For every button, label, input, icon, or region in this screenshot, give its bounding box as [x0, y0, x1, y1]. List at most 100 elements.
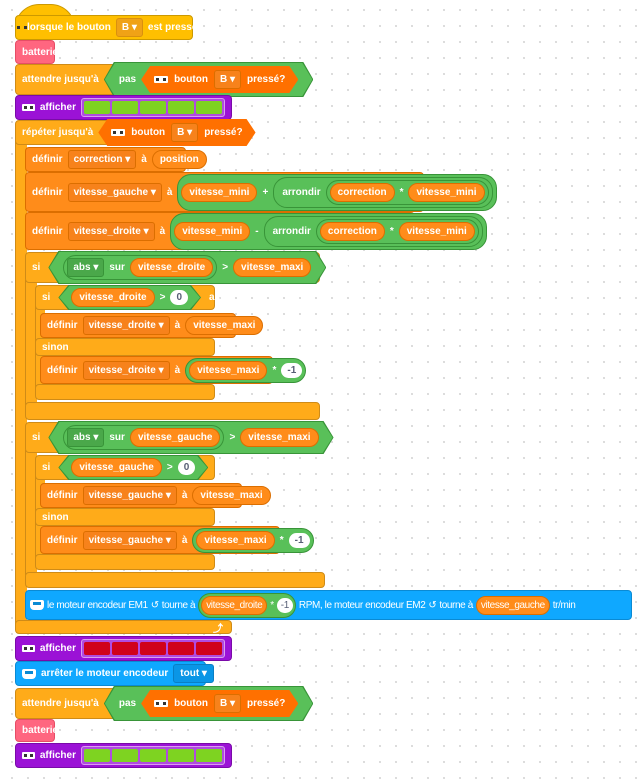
led-cell[interactable]	[168, 749, 194, 762]
led-cell[interactable]	[112, 749, 138, 762]
number-input[interactable]: -1	[281, 362, 303, 378]
set-correction-block[interactable]: définir correction ▾ à position	[25, 147, 207, 172]
vitesse-gauche-reporter[interactable]: vitesse_gauche	[475, 595, 550, 615]
vitesse-mini-reporter[interactable]: vitesse_mini	[408, 182, 485, 202]
set-vitesse-gauche-maxi-block[interactable]: définir vitesse_gauche ▾ à vitesse_maxi	[40, 483, 271, 508]
button-dropdown[interactable]: B ▾	[171, 123, 198, 142]
vitesse-maxi-reporter[interactable]: vitesse_maxi	[233, 258, 311, 277]
battery-block[interactable]: batterie	[15, 40, 58, 64]
show-leds-block[interactable]: afficher	[15, 636, 232, 661]
led-cell[interactable]	[112, 101, 138, 114]
vitesse-mini-reporter[interactable]: vitesse_mini	[174, 221, 251, 241]
vitesse-maxi-reporter[interactable]: vitesse_maxi	[189, 360, 268, 380]
led-picker[interactable]	[81, 639, 225, 658]
if-droite-positive-block[interactable]: si vitesse_droite>0 alors	[35, 285, 233, 310]
vitesse-maxi-reporter[interactable]: vitesse_maxi	[196, 530, 275, 550]
led-cell[interactable]	[196, 101, 222, 114]
variable-dropdown[interactable]: vitesse_droite ▾	[82, 316, 170, 335]
encoder-motors-block[interactable]: le moteur encodeur EM1 ↺ tourne à vitess…	[25, 590, 632, 620]
math-function-dropdown[interactable]: abs ▾	[67, 428, 104, 447]
led-cell[interactable]	[140, 749, 166, 762]
led-cell[interactable]	[196, 642, 222, 655]
set-vitesse-droite-maxi-block[interactable]: définir vitesse_droite ▾ à vitesse_maxi	[40, 313, 264, 338]
button-dropdown[interactable]: B ▾	[214, 70, 241, 89]
led-picker[interactable]	[81, 98, 225, 117]
number-input[interactable]: 0	[178, 460, 196, 475]
variable-dropdown[interactable]: vitesse_droite ▾	[82, 360, 170, 380]
button-dropdown[interactable]: B ▾	[214, 694, 241, 713]
led-picker[interactable]	[81, 746, 225, 765]
vitesse-droite-reporter[interactable]: vitesse_droite	[201, 595, 268, 615]
vitesse-droite-reporter[interactable]: vitesse_droite	[130, 258, 213, 277]
math-function-dropdown[interactable]: abs ▾	[67, 258, 104, 277]
vitesse-maxi-reporter[interactable]: vitesse_maxi	[192, 486, 271, 505]
set-vitesse-gauche-neg-block[interactable]: définir vitesse_gauche ▾ à vitesse_maxi*…	[40, 526, 314, 554]
position-reporter[interactable]: position	[151, 150, 207, 169]
multiply-operator[interactable]: correction*vitesse_mini	[315, 218, 479, 244]
correction-reporter[interactable]: correction	[329, 182, 395, 202]
show-leds-block[interactable]: afficher	[15, 743, 232, 768]
vitesse-maxi-reporter[interactable]: vitesse_maxi	[185, 316, 264, 335]
rotate-ccw-icon[interactable]: ↺	[150, 599, 159, 611]
led-cell[interactable]	[168, 642, 194, 655]
greater-than-operator[interactable]: vitesse_gauche>0	[58, 455, 208, 480]
battery-block[interactable]: batterie	[15, 719, 58, 742]
set-vitesse-droite-neg-block[interactable]: définir vitesse_droite ▾ à vitesse_maxi*…	[40, 356, 307, 384]
multiply-operator[interactable]: vitesse_droite*-1	[198, 592, 296, 618]
greater-than-operator[interactable]: vitesse_droite>0	[58, 285, 201, 310]
variable-dropdown[interactable]: correction ▾	[67, 150, 137, 169]
show-leds-block[interactable]: afficher	[15, 95, 232, 120]
variable-dropdown[interactable]: vitesse_gauche ▾	[82, 530, 177, 550]
led-cell[interactable]	[84, 101, 110, 114]
if-gauche-positive-block[interactable]: si vitesse_gauche>0 alors	[35, 455, 240, 480]
multiply-operator[interactable]: correction*vitesse_mini	[325, 179, 489, 205]
led-cell[interactable]	[168, 101, 194, 114]
number-input[interactable]: -1	[276, 597, 293, 613]
set-vitesse-gauche-block[interactable]: définir vitesse_gauche ▾ à vitesse_mini+…	[25, 172, 497, 212]
vitesse-mini-reporter[interactable]: vitesse_mini	[398, 221, 475, 241]
motor-dropdown[interactable]: tout ▾	[173, 664, 214, 683]
led-cell[interactable]	[84, 642, 110, 655]
vitesse-maxi-reporter[interactable]: vitesse_maxi	[240, 428, 318, 447]
multiply-operator[interactable]: vitesse_maxi*-1	[192, 527, 314, 553]
variable-dropdown[interactable]: vitesse_gauche ▾	[82, 486, 177, 505]
rotate-ccw-icon[interactable]: ↺	[428, 599, 437, 611]
variable-dropdown[interactable]: vitesse_gauche ▾	[67, 182, 162, 202]
number-input[interactable]: -1	[288, 532, 310, 548]
led-cell[interactable]	[196, 749, 222, 762]
variable-dropdown[interactable]: vitesse_droite ▾	[67, 221, 155, 241]
multiply-operator[interactable]: vitesse_maxi*-1	[185, 357, 307, 383]
stop-encoder-motor-block[interactable]: arrêter le moteur encodeur tout ▾	[15, 661, 214, 686]
vitesse-gauche-reporter[interactable]: vitesse_gauche	[71, 458, 162, 477]
button-dropdown[interactable]: B ▾	[115, 18, 143, 37]
vitesse-mini-reporter[interactable]: vitesse_mini	[181, 182, 258, 202]
led-cell[interactable]	[140, 642, 166, 655]
led-cell[interactable]	[112, 642, 138, 655]
vitesse-droite-reporter[interactable]: vitesse_droite	[71, 288, 154, 307]
led-cell[interactable]	[140, 101, 166, 114]
when-button-pressed-hat[interactable]: lorsque le bouton B ▾ est pressé	[15, 15, 197, 40]
correction-reporter[interactable]: correction	[319, 221, 385, 241]
vitesse-gauche-reporter[interactable]: vitesse_gauche	[130, 428, 221, 447]
led-cell[interactable]	[84, 749, 110, 762]
number-input[interactable]: 0	[170, 290, 188, 305]
set-vitesse-droite-block[interactable]: définir vitesse_droite ▾ à vitesse_mini-…	[25, 212, 487, 250]
